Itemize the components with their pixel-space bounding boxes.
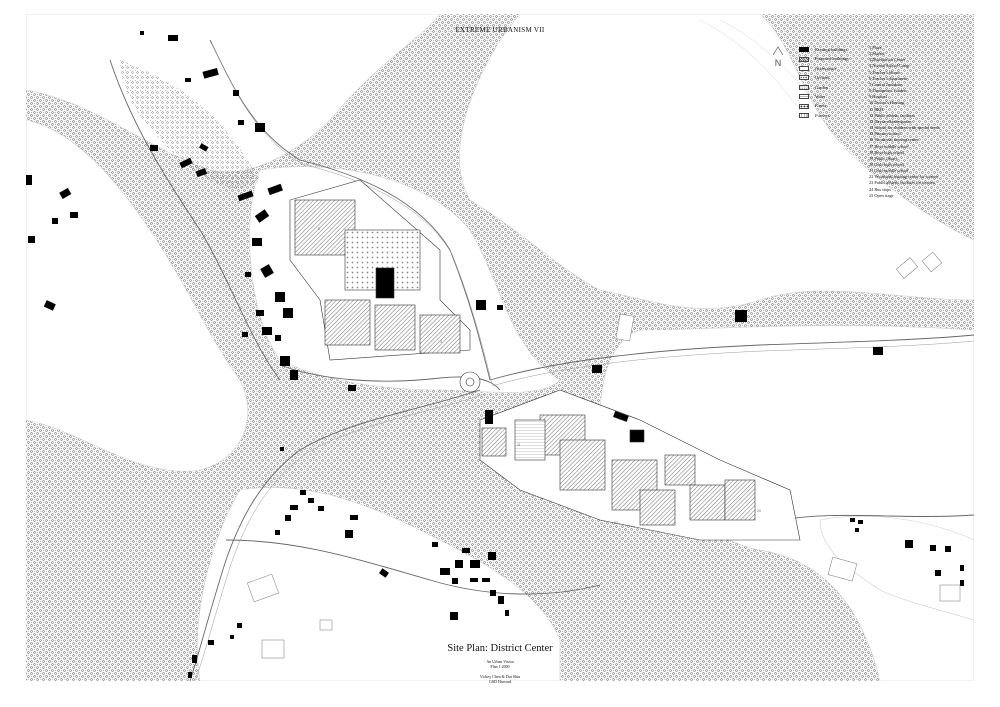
- program-item: 5 Teacher's House: [869, 69, 901, 75]
- legend-label: Furrows: [815, 112, 830, 118]
- tree-swatch-icon: [799, 103, 809, 109]
- north-arrow-icon: N: [771, 46, 785, 68]
- program-item: 25 Open stage: [869, 192, 894, 198]
- subtitle-scale: Plan 1:2000: [490, 664, 510, 670]
- stipple-swatch-icon: [799, 84, 809, 90]
- site-plan-title: Site Plan: District Center: [447, 643, 553, 654]
- program-item: 22 Vocational training center for women: [869, 174, 939, 180]
- existing-buildings: [26, 31, 964, 678]
- northeast-clearing: [459, 14, 974, 309]
- program-item: 18 Boys high school: [869, 149, 905, 155]
- program-item: 7 Central Jamakans: [869, 81, 903, 87]
- program-item: 1 Plaza: [869, 45, 882, 50]
- south-clearing: [197, 487, 561, 681]
- program-item: 20 Girls high school: [869, 161, 904, 167]
- map-label: 3: [440, 340, 442, 344]
- program-item: 19 Public library: [869, 155, 898, 161]
- map-label: 8: [318, 227, 320, 231]
- program-item: 9 Hospital: [869, 94, 887, 100]
- wave-swatch-icon: [799, 94, 809, 100]
- program-item: 23 Public athletic facilities for women: [869, 180, 935, 186]
- program-item: 21 Girls middle school: [869, 168, 909, 174]
- legend-item-garden: Garden: [799, 83, 865, 92]
- legend-item-orchard: Orchard: [799, 73, 865, 82]
- legend-label: Proposed buildings: [815, 56, 849, 62]
- program-item: 6 Teacher's Apartment: [869, 75, 908, 81]
- program-item: 2 Market: [869, 51, 885, 57]
- hatched-swatch-icon: [799, 56, 809, 62]
- furrow-swatch-icon: [799, 112, 809, 118]
- dotted-swatch-icon: [799, 75, 809, 81]
- legend-item-proposed: Proposed buildings: [799, 54, 865, 63]
- west-lowland: [26, 119, 249, 472]
- title-block: Site Plan: District Center An Urban Visi…: [400, 643, 600, 684]
- map-label: 20: [757, 509, 761, 513]
- south-campus: [479, 389, 801, 541]
- institution: GSD Harvard: [488, 678, 512, 684]
- legend-label: Garden: [815, 84, 828, 90]
- program-item: 15 Primary school: [869, 131, 901, 137]
- program-item: 16 Vocational training center: [869, 137, 919, 143]
- program-item: 13 Daycare/kindergarten: [869, 118, 912, 124]
- main-road-north: [209, 39, 491, 381]
- legend-item-green-space: Green space: [799, 64, 865, 73]
- main-road-east: [489, 334, 974, 381]
- program-item: 14 School for children with special need…: [869, 125, 941, 131]
- legend-item-forest: Forest: [799, 101, 865, 110]
- solid-black-swatch-icon: [799, 47, 809, 53]
- program-item: 11 BKB: [869, 106, 884, 112]
- legend-label: Water: [815, 93, 826, 99]
- legend-label: Green space: [815, 65, 837, 71]
- legend-label: Orchard: [815, 75, 830, 81]
- north-campus: [289, 179, 481, 393]
- south-road: [225, 539, 601, 595]
- legend-item-existing: Existing buildings: [799, 45, 865, 54]
- program-item: 12 Public athletic facilities: [869, 112, 915, 118]
- program-item: 3 Distribution Center: [869, 57, 906, 63]
- program-item: 10 Doctor's Housing: [869, 100, 905, 106]
- east-spur: [779, 514, 974, 521]
- subtitle-vision: An Urban Vision: [486, 659, 514, 664]
- legend-item-water: Water: [799, 92, 865, 101]
- program-item: 4 Nomad School Camp: [869, 63, 910, 69]
- map-label: 22: [614, 521, 618, 525]
- outline-swatch-icon: [799, 65, 809, 71]
- outline-buildings: [247, 251, 961, 659]
- program-list: 1 Plaza 2 Market 3 Distribution Center 4…: [869, 45, 994, 199]
- north-arrow-letter: N: [774, 58, 782, 68]
- legend: Existing buildings Proposed buildings Gr…: [799, 45, 865, 120]
- program-item: 24 Bus stops: [869, 186, 891, 192]
- main-road-southwest: [189, 389, 481, 681]
- program-item: 8 Therapeutic Garden: [869, 88, 907, 94]
- map-label: 11: [517, 443, 521, 447]
- north-arrow-triangle-icon: [772, 46, 784, 56]
- legend-label: Existing buildings: [815, 47, 848, 52]
- legend-item-furrows: Furrows: [799, 111, 865, 120]
- header-title: EXTREME URBANISM VII: [455, 26, 545, 34]
- river-road: [109, 59, 281, 381]
- contours: [699, 19, 975, 131]
- program-item: 17 Boys middle school: [869, 143, 909, 149]
- legend-label: Forest: [815, 103, 826, 109]
- authors: Vickey Chen & Dui Shin: [479, 673, 521, 679]
- forest-valley: [120, 60, 260, 189]
- loop-road: [279, 364, 501, 391]
